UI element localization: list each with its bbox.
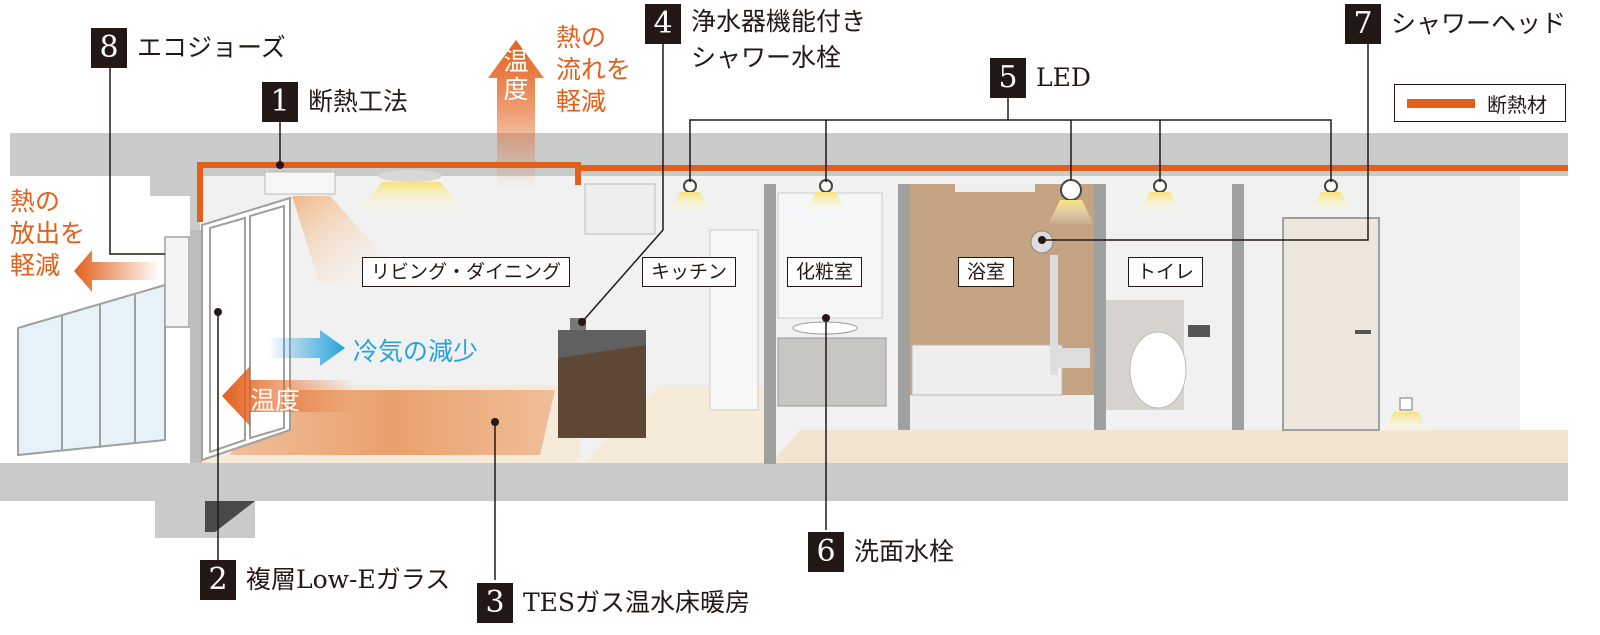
heat-flow-up-arrow (488, 40, 544, 186)
bath-shelf (1050, 348, 1090, 368)
wash-basin (792, 321, 858, 335)
partition-wall-3 (1094, 184, 1106, 430)
eco-jose-unit (164, 236, 190, 328)
leader-lines (109, 40, 1369, 580)
led-powder-light (804, 179, 848, 215)
bath-vent (955, 184, 1035, 192)
vanity-cabinet (777, 337, 887, 407)
cold-air-arrow (268, 330, 345, 366)
heat-release-arrow (74, 250, 160, 292)
led-toilet-light (1138, 179, 1182, 215)
air-conditioner (264, 171, 336, 195)
insulation-living (197, 162, 581, 222)
corridor-floor (770, 430, 1568, 465)
outer-wall (190, 230, 202, 463)
toilet-bowl (1129, 331, 1187, 409)
balcony-railing (17, 283, 166, 457)
shower-bar (1050, 255, 1058, 375)
bath-floor (910, 395, 1090, 430)
foot-light (1399, 397, 1413, 411)
range-hood (584, 183, 656, 235)
leader-dots (214, 161, 1046, 426)
kitchen-counter (558, 330, 646, 358)
partition-wall-2 (898, 184, 910, 430)
partition-wall-1 (764, 184, 776, 464)
living-light-beam (355, 182, 470, 215)
bathtub (911, 344, 1063, 396)
led-downlights (668, 179, 1353, 225)
beam (150, 176, 200, 230)
living-ceiling-light (378, 170, 442, 182)
foot-light-beam (1382, 412, 1430, 435)
paper-holder (1188, 325, 1210, 337)
kitchen-fridge (709, 229, 759, 411)
door-handle (1355, 330, 1371, 334)
temperature-arrow (222, 366, 355, 426)
led-bath-light (1048, 179, 1094, 225)
partition-wall-4 (1232, 184, 1244, 430)
floor-slab (0, 463, 1568, 501)
entrance-door (1282, 217, 1380, 431)
